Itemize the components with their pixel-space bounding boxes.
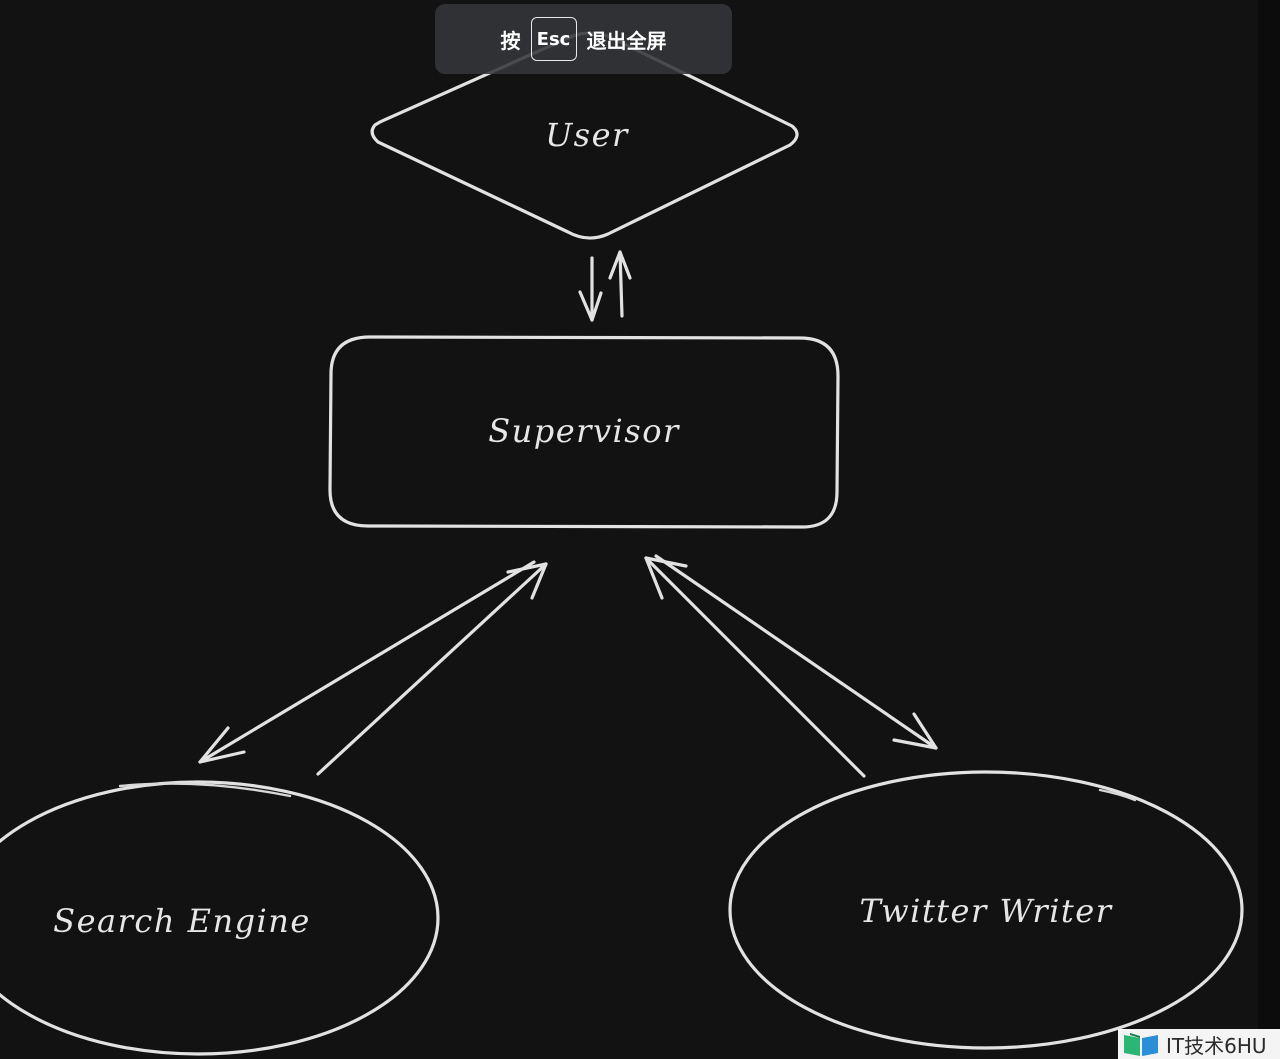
watermark: IT技术6HU: [1118, 1029, 1280, 1059]
edge-twitter-writer-to-supervisor-line: [644, 556, 866, 778]
fullscreen-hint-prefix: 按: [500, 28, 521, 53]
esc-key-badge[interactable]: Esc: [530, 17, 577, 61]
edge-search-engine-to-supervisor: [316, 562, 548, 776]
twitter-writer-ellipse-overdraw: [1098, 788, 1137, 802]
edge-supervisor-to-twitter-writer-line: [654, 554, 938, 750]
edge-supervisor-to-user: [608, 250, 632, 318]
search-engine-node: Search Engine: [0, 780, 440, 1056]
supervisor-node: Supervisor: [328, 335, 840, 529]
watermark-text: IT技术6HU: [1166, 1033, 1267, 1058]
edge-twitter-writer-to-supervisor: [644, 556, 866, 778]
edge-supervisor-to-search-engine: [198, 560, 536, 764]
edge-supervisor-to-user-arrowhead: [608, 250, 632, 280]
edge-supervisor-to-search-engine-line: [198, 560, 536, 764]
fullscreen-exit-hint: 按 Esc 退出全屏: [435, 4, 732, 74]
edge-supervisor-to-search-engine-arrowhead: [198, 726, 246, 764]
twitter-writer-ellipse-shape: [728, 770, 1244, 1050]
search-engine-label: Search Engine: [53, 902, 311, 940]
search-engine-ellipse-overdraw: [118, 782, 292, 798]
supervisor-box-shape: [328, 335, 840, 529]
edge-search-engine-to-supervisor-line: [316, 562, 548, 776]
supervisor-label: Supervisor: [488, 412, 680, 450]
user-label: User: [545, 116, 629, 154]
edge-user-to-supervisor: [578, 256, 603, 322]
edge-supervisor-to-twitter-writer: [654, 554, 938, 750]
edge-supervisor-to-user-line: [618, 250, 624, 318]
twitter-writer-label: Twitter Writer: [859, 892, 1112, 930]
edge-supervisor-to-twitter-writer-arrowhead: [892, 712, 938, 750]
screen-edge: [1258, 0, 1280, 1059]
fullscreen-hint-suffix: 退出全屏: [586, 28, 667, 53]
edge-twitter-writer-to-supervisor-arrowhead: [644, 556, 688, 600]
edge-search-engine-to-supervisor-arrowhead: [506, 562, 548, 600]
search-engine-ellipse-shape: [0, 780, 440, 1056]
twitter-writer-node: Twitter Writer: [728, 770, 1244, 1050]
book-logo-icon: [1124, 1033, 1158, 1056]
edge-user-to-supervisor-arrowhead: [578, 290, 603, 322]
